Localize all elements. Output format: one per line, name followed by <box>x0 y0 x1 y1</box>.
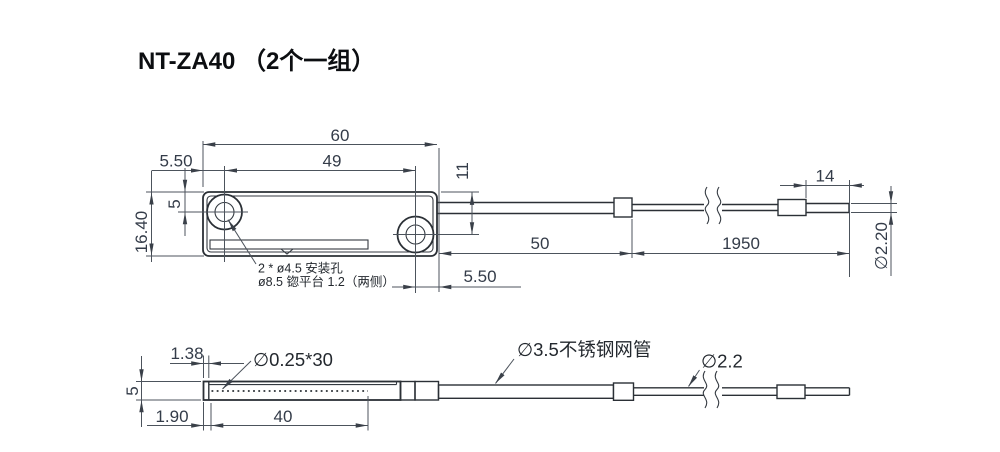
dim-text-overall-width: 60 <box>331 126 350 145</box>
hole-centerlines <box>178 166 479 293</box>
dim-body-height: 16.40 <box>132 170 204 262</box>
dim-tip-diameter: ∅2.20 <box>851 186 897 276</box>
label-text-fiber: ∅0.25*30 <box>253 349 333 370</box>
label-text-cable: ∅2.2 <box>701 351 743 372</box>
dim-text-hole2-offset-top: 11 <box>453 162 472 180</box>
note-line2: ø8.5 锪平台 1.2（两侧） <box>258 274 395 289</box>
dim-text-sleeve-length: 50 <box>531 234 550 253</box>
dim-text-bar-height: 5 <box>123 386 142 395</box>
note-line1: 2 * ø4.5 安装孔 <box>258 261 343 276</box>
dim-end-cap: 1.38 <box>170 344 244 378</box>
cable-sleeve-block-side <box>612 382 635 401</box>
mounting-hole-note: 2 * ø4.5 安装孔 ø8.5 锪平台 1.2（两侧） <box>227 219 395 289</box>
label-mesh-tube: ∅3.5不锈钢网管 <box>495 339 651 384</box>
dim-text-end-cap: 1.38 <box>170 344 203 363</box>
dim-hole-offset-and-spacing: 5.50 49 <box>152 152 416 173</box>
dim-text-hole1-offset-left: 5.50 <box>159 152 192 171</box>
side-view-drawing: 1.38 5 1.90 40 ∅0.25*30 <box>123 339 851 431</box>
dim-bar-height: 5 <box>123 356 201 427</box>
thin-cable-side-view <box>633 387 777 396</box>
sensing-slot <box>209 239 369 250</box>
label-fiber: ∅0.25*30 <box>222 349 333 390</box>
cable-break-mark <box>704 186 722 225</box>
top-view-drawing: 60 5.50 49 5 16.40 <box>132 126 897 293</box>
dim-hole2-offset-top: 11 <box>441 162 479 235</box>
dim-text-hole-spacing: 49 <box>323 152 342 171</box>
thin-cable-top-view <box>632 203 778 212</box>
mesh-tube-top-view <box>437 201 614 215</box>
mesh-tube-side-view <box>437 384 615 400</box>
cable-ferrule <box>777 198 807 217</box>
body-inner-contour <box>206 195 434 253</box>
bar-sleeve-segment-1 <box>399 380 416 401</box>
dim-text-hole1-offset-top: 5 <box>165 199 184 208</box>
dim-text-cable-length: 1950 <box>722 234 760 253</box>
slot-notch <box>280 248 294 255</box>
cable-sleeve-block <box>613 197 633 218</box>
cable-ferrule-side <box>776 384 806 400</box>
cable-break-mark-side <box>702 370 720 409</box>
dim-hole2-offset-right: 5.50 <box>392 267 521 290</box>
dim-cable-length: 1950 <box>632 180 850 277</box>
cable-tip-side <box>805 387 851 396</box>
page-title: NT-ZA40 （2个一组） <box>138 48 375 75</box>
cable-tip <box>806 202 850 214</box>
label-cable: ∅2.2 <box>688 351 743 387</box>
bar-sleeve-segment-2 <box>414 380 440 401</box>
dim-hole1-offset-top: 5 <box>165 168 188 236</box>
dim-overall-width: 60 <box>202 126 440 292</box>
dim-text-body-height: 16.40 <box>132 211 151 254</box>
dim-text-tip-length: 14 <box>816 167 835 186</box>
dim-lead-in-and-window: 1.90 40 <box>147 396 369 431</box>
dim-text-window-length: 40 <box>274 407 293 426</box>
label-text-mesh-tube: ∅3.5不锈钢网管 <box>517 339 651 360</box>
dim-text-lead-in: 1.90 <box>155 407 188 426</box>
dim-text-tip-diameter: ∅2.20 <box>872 222 891 270</box>
dim-text-hole2-offset-right: 5.50 <box>463 267 496 286</box>
dim-tip-length: 14 <box>780 167 864 198</box>
dim-sleeve-length: 50 <box>439 219 633 258</box>
